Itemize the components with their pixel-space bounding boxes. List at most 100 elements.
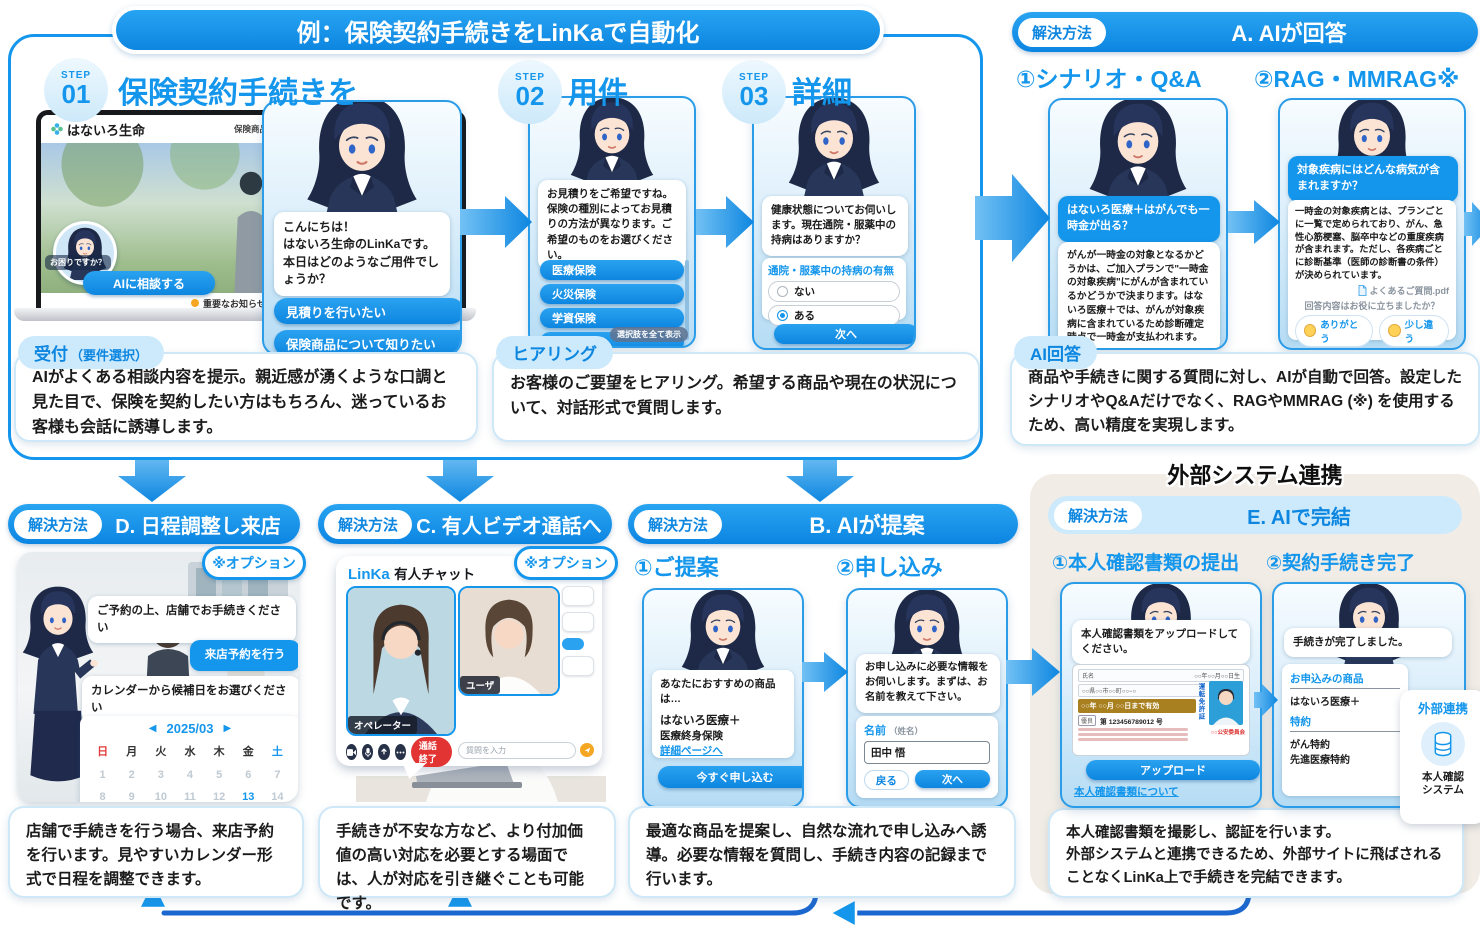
radio-yes[interactable]: ある bbox=[768, 305, 900, 326]
b-panel-proposal: あなたにおすすめの商品は… はないろ医療＋ 医療終身保険 詳細ページへ 今すぐ申… bbox=[642, 588, 804, 808]
calendar-selected-date[interactable]: 13 bbox=[242, 791, 255, 802]
d-visual-card: ご予約の上、店舗でお手続きください 来店予約を行う カレンダーから候補日をお選び… bbox=[18, 552, 298, 802]
ai-message: 健康状態についてお伺いします。現在通院・服薬中の持病はありますか？ bbox=[762, 196, 908, 256]
section-d-bar: 解決方法 D. 日程調整し来店 bbox=[8, 504, 300, 544]
step2-badge: STEP 02 bbox=[498, 60, 562, 124]
store-reserve-button[interactable]: 来店予約を行う bbox=[190, 640, 298, 671]
back-button[interactable]: 戻る bbox=[864, 770, 909, 790]
chat-fragment-blue bbox=[562, 638, 584, 650]
name-input[interactable]: 田中 悟 bbox=[864, 741, 990, 764]
call-controls: 通話終了 bbox=[346, 737, 453, 767]
quick-reply-products[interactable]: 保険商品について知りたい bbox=[274, 330, 460, 354]
avatar-standing bbox=[18, 582, 108, 802]
attachment-row[interactable]: よくあるご質問.pdf bbox=[1295, 284, 1449, 297]
send-icon[interactable] bbox=[580, 743, 594, 757]
ai-answer-desc: 商品や手続きに関する質問に対し、AIが自動で回答。設定したシナリオやQ&Aだけで… bbox=[1010, 352, 1480, 446]
arrow-b1-b2 bbox=[802, 652, 848, 692]
ai-answer: 一時金の対象疾病とは、プランごとに一覧で定められており、がん、急性心筋梗塞、脳卒… bbox=[1295, 206, 1444, 281]
a-panel-scenario: はないろ医療＋はがんでも一時金が出る？ がんが一時金の対象となるかどうかは、ご加… bbox=[1048, 98, 1228, 350]
chat-fragment bbox=[562, 612, 594, 632]
avatar bbox=[1079, 100, 1197, 216]
notice-icon bbox=[191, 299, 199, 307]
ai-message: 手続きが完了しました。 bbox=[1284, 628, 1452, 658]
calendar-prev-icon[interactable]: ◀ bbox=[148, 723, 157, 734]
step3-badge: STEP 03 bbox=[722, 60, 786, 124]
notice-link[interactable]: 重要なお知らせ bbox=[203, 298, 266, 309]
calendar: ◀ 2025/03 ▶ 日 月 火 水 木 金 土 1 2 3 4 5 6 7 bbox=[80, 716, 298, 802]
ai-message: お申し込みに必要な情報をお伺いします。まずは、お名前を教えて下さい。 bbox=[856, 654, 1000, 713]
e-sub1: ①本人確認書類の提出 bbox=[1052, 553, 1240, 574]
calendar-weekdays: 日 月 火 水 木 金 土 bbox=[97, 746, 283, 758]
consult-ai-button[interactable]: AIに相談する bbox=[83, 271, 215, 295]
feedback-yes-button[interactable]: ありがとう bbox=[1295, 314, 1374, 347]
feedback-no-button[interactable]: 少し違う bbox=[1379, 314, 1449, 347]
apply-now-button[interactable]: 今すぐ申し込む bbox=[658, 766, 802, 788]
share-icon[interactable] bbox=[378, 744, 390, 760]
end-call-button[interactable]: 通話終了 bbox=[410, 737, 453, 767]
next-button[interactable]: 次へ bbox=[774, 324, 914, 344]
e-panel-id-upload: 本人確認書類をアップロードしてください。 氏名○○年○○月○○日生 ○○県○○市… bbox=[1060, 582, 1262, 808]
option-medical[interactable]: 医療保険 bbox=[540, 260, 684, 280]
rider-2: 先進医療特約 bbox=[1290, 755, 1350, 766]
b-desc: 最適な商品を提案し、自然な流れで申し込みへ誘導。必要な情報を質問し、手続き内容の… bbox=[628, 806, 1016, 898]
b-sub2: ②申し込み bbox=[836, 555, 943, 580]
d-desc: 店舗で手続きを行う場合、来店予約を行います。見やすいカレンダー形式で日程を調整で… bbox=[8, 806, 304, 898]
step2-panel: お見積りをご希望ですね。 保険の種別によってお見積りの方法が異なります。ご希望の… bbox=[528, 96, 696, 348]
calendar-month: 2025/03 bbox=[166, 721, 214, 736]
next-button[interactable]: 次へ bbox=[914, 770, 990, 788]
store-bubble-2: カレンダーから候補日をお選びください bbox=[82, 676, 298, 724]
option-fire[interactable]: 火災保険 bbox=[540, 284, 684, 304]
calendar-row1: 1 2 3 4 5 6 7 bbox=[99, 769, 281, 781]
ai-answer-label: AI回答 bbox=[1014, 336, 1097, 369]
license-authority: ○○公安委員会 bbox=[1210, 730, 1245, 736]
store-bubble-1: ご予約の上、店舗でお手続きください bbox=[88, 596, 296, 644]
camera-icon[interactable] bbox=[346, 744, 358, 760]
operator-video: オペレーター bbox=[346, 586, 456, 736]
about-id-docs-link[interactable]: 本人確認書類について bbox=[1074, 786, 1179, 798]
detail-page-link[interactable]: 詳細ページへ bbox=[660, 745, 723, 757]
user-question: 対象疾病にはどんな病気が含まれますか？ bbox=[1288, 156, 1458, 202]
hearing-label: ヒアリング bbox=[496, 336, 613, 369]
database-icon bbox=[1421, 722, 1465, 766]
headset-icon bbox=[381, 620, 421, 641]
user-video: ユーザ bbox=[458, 586, 560, 696]
ai-message: お見積りをご希望ですね。 保険の種別によってお見積りの方法が異なります。ご希望の… bbox=[538, 180, 686, 271]
upload-button[interactable]: アップロード bbox=[1086, 760, 1260, 780]
product-sub: 医療終身保険 bbox=[660, 730, 723, 742]
proposal-message: あなたにおすすめの商品は… bbox=[660, 678, 776, 705]
more-icon[interactable] bbox=[394, 744, 406, 760]
external-system-title: 外部システム連携 bbox=[1167, 463, 1343, 488]
form-title: 通院・服薬中の持病の有無 bbox=[768, 265, 894, 277]
pdf-doc-icon bbox=[1358, 285, 1366, 296]
option-education[interactable]: 学資保険 bbox=[540, 308, 684, 328]
drivers-license: 氏名○○年○○月○○日生 ○○県○○市○○町○○−○ ○○年 ○○月 ○○日まで… bbox=[1072, 664, 1250, 756]
quick-reply-quote[interactable]: 見積りを行いたい bbox=[274, 298, 460, 324]
section-b-bar: 解決方法 B. AIが提案 bbox=[628, 504, 1018, 544]
b-panel-application: お申し込みに必要な情報をお伺いします。まずは、お名前を教えて下さい。 名前 （姓… bbox=[846, 588, 1008, 808]
user-label: ユーザ bbox=[460, 676, 501, 694]
field-sub: （姓名） bbox=[889, 726, 924, 736]
scrollbar[interactable] bbox=[685, 260, 689, 340]
calendar-next-icon[interactable]: ▶ bbox=[223, 723, 232, 734]
question-input[interactable]: 質問を入力 bbox=[458, 741, 576, 759]
show-all-options-badge[interactable]: 選択肢を全て表示 bbox=[610, 327, 688, 342]
ai-answer: がんが一時金の対象となるかどうかは、ご加入プランで"一時金の対象疾病"にがんが含… bbox=[1058, 242, 1220, 348]
product-name: はないろ医療＋ bbox=[660, 715, 741, 727]
radio-no[interactable]: ない bbox=[768, 281, 900, 302]
avatar bbox=[296, 102, 428, 230]
site-logo[interactable]: はないろ生命 bbox=[51, 120, 145, 139]
feedback-question: 回答内容はお役に立ちましたか？ bbox=[1304, 300, 1440, 311]
step1-badge: STEP 01 bbox=[44, 58, 108, 122]
mic-icon[interactable] bbox=[362, 744, 374, 760]
rag-answer-card: 一時金の対象疾病とは、プランごとに一覧で定められており、がん、急性心筋梗塞、脳卒… bbox=[1288, 200, 1456, 347]
arrow-a2-out bbox=[1464, 202, 1480, 246]
a-sub1: ①シナリオ・Q&A bbox=[1016, 66, 1202, 92]
nav-item-products[interactable]: 保険商品 bbox=[233, 124, 268, 134]
help-bubble: お困りですか？ bbox=[45, 255, 111, 270]
e-sub2: ②契約手続き完了 bbox=[1266, 553, 1416, 574]
smiley-icon bbox=[1304, 324, 1317, 338]
application-summary-card: お申込みの商品 はないろ医療＋ 特約 がん特約 先進医療特約 bbox=[1282, 664, 1408, 796]
step3-title: 詳細 bbox=[792, 77, 852, 110]
external-link-title: 外部連携 bbox=[1417, 702, 1468, 716]
